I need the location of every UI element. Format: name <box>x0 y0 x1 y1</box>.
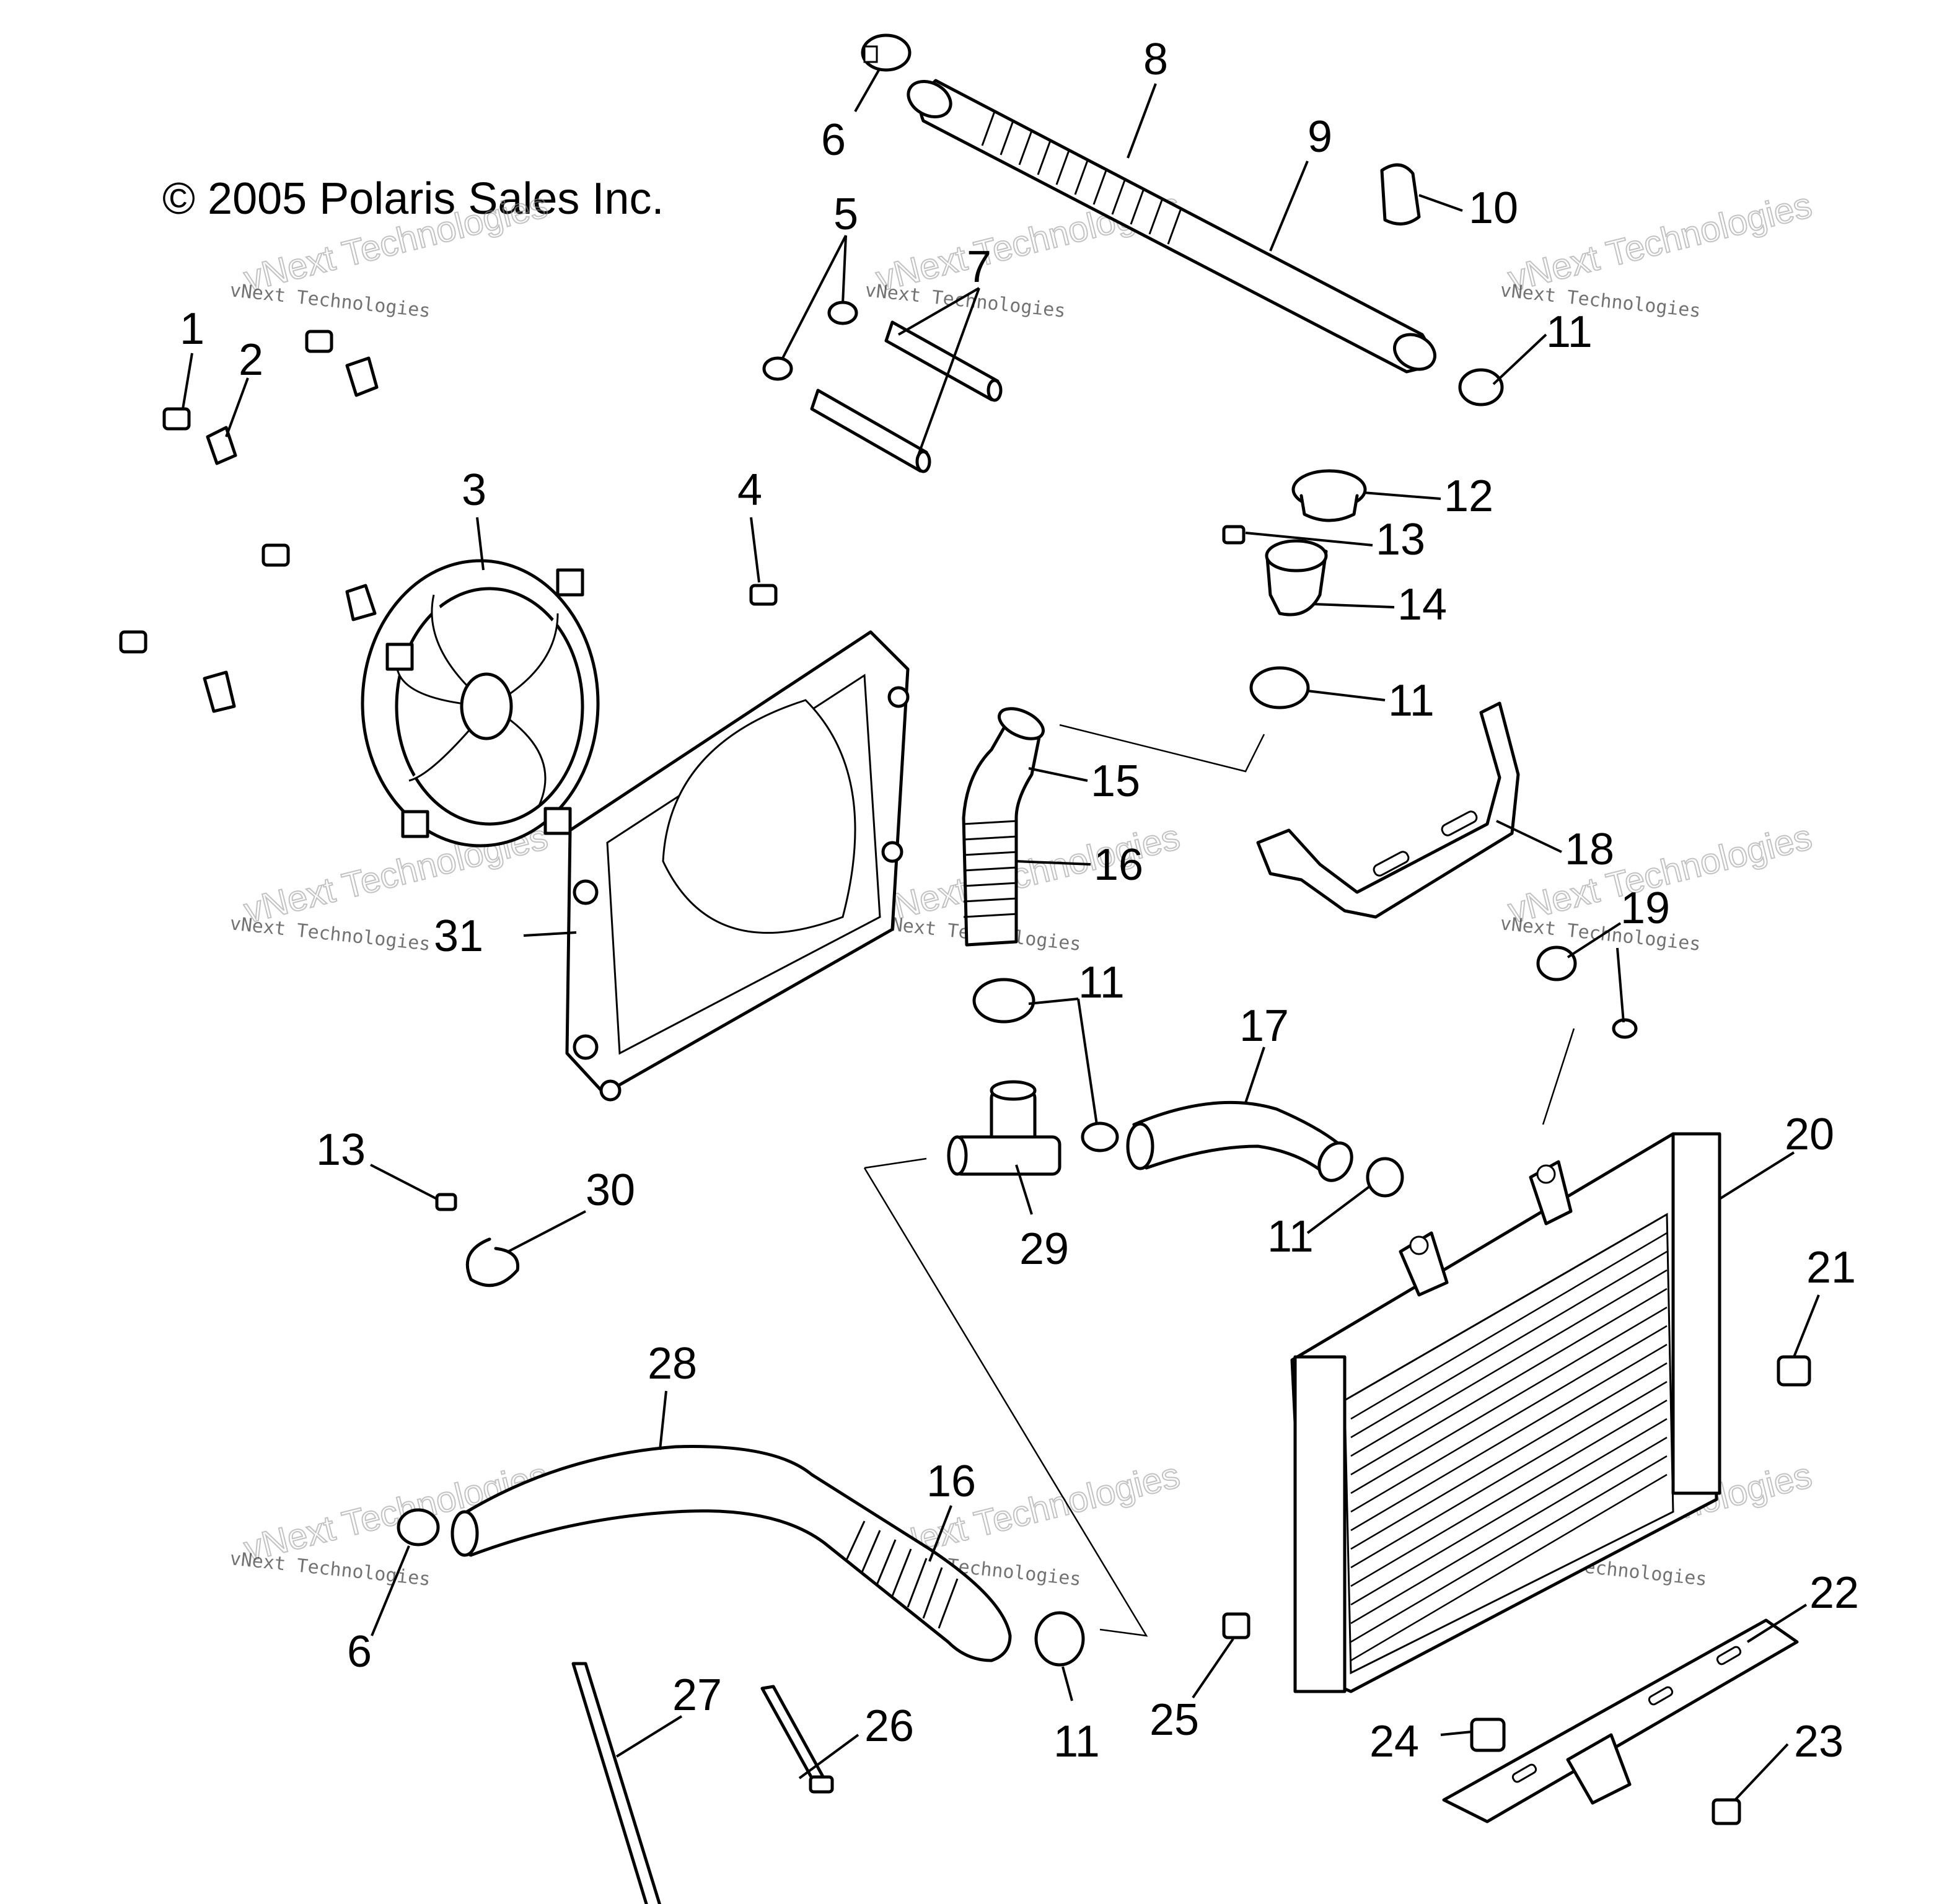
callout-24: 24 <box>1369 1717 1419 1766</box>
callout-11-bottom: 11 <box>1053 1717 1100 1766</box>
watermark-small: vNext Technologies <box>229 279 431 322</box>
callout-27: 27 <box>672 1670 722 1720</box>
bypass-hose <box>1126 1100 1353 1182</box>
watermark-big: vNext Technologies <box>1504 185 1816 299</box>
bolts-and-nuts <box>119 330 1811 1825</box>
assembly-lines <box>863 724 1575 1637</box>
callout-31: 31 <box>434 911 483 961</box>
small-clamps <box>397 33 1504 1667</box>
callout-11-right: 11 <box>1267 1212 1314 1261</box>
watermark-small: vNext Technologies <box>229 1548 431 1590</box>
callout-8: 8 <box>1143 35 1168 84</box>
callout-22: 22 <box>1809 1568 1859 1618</box>
lower-mounting-bracket <box>1442 1618 1799 1823</box>
tee-fitting <box>947 1080 1061 1176</box>
callout-29: 29 <box>1019 1224 1069 1274</box>
callout-13-bottom: 13 <box>316 1125 366 1175</box>
watermark-small: vNext Technologies <box>1499 913 1702 955</box>
upper-coolant-hose <box>907 79 1436 374</box>
callout-19: 19 <box>1620 884 1670 933</box>
callout-3: 3 <box>462 465 486 515</box>
radiator-cap-and-filler-neck <box>1265 469 1367 616</box>
cable-ties <box>571 1662 834 1904</box>
cooling-fan-assembly <box>361 559 600 848</box>
callout-11-top: 11 <box>1546 307 1593 357</box>
hose-sleeve-coil <box>981 111 1182 245</box>
callout-9: 9 <box>1308 112 1332 162</box>
leader-lines <box>182 68 1820 1801</box>
hose-sleeve-coil <box>845 1520 959 1629</box>
radiator-fins <box>1350 1232 1668 1662</box>
callout-26: 26 <box>864 1701 914 1751</box>
callout-21: 21 <box>1806 1243 1856 1292</box>
callout-17: 17 <box>1239 1001 1289 1051</box>
callout-16-upper: 16 <box>1094 840 1143 890</box>
callout-7: 7 <box>967 242 991 292</box>
hose-sleeve-coil <box>963 820 1018 918</box>
radiator-bracket <box>1256 701 1520 919</box>
callout-5: 5 <box>833 190 858 239</box>
watermark-small: vNext Technologies <box>229 913 431 955</box>
watermark-small: vNext Technologies <box>864 279 1066 322</box>
upper-radiator-hose <box>962 707 1045 947</box>
callout-10: 10 <box>1469 183 1518 233</box>
callout-20: 20 <box>1785 1110 1834 1159</box>
callout-18: 18 <box>1565 825 1614 874</box>
watermark-big: vNext Technologies <box>240 185 552 299</box>
copyright-notice: © 2005 Polaris Sales Inc. <box>162 174 664 224</box>
callout-2: 2 <box>239 335 263 385</box>
callout-28: 28 <box>648 1339 697 1389</box>
callout-13-top: 13 <box>1376 515 1425 564</box>
radiator <box>1290 1132 1721 1693</box>
bypass-tubes <box>810 320 1003 473</box>
callout-6-bottom: 6 <box>347 1627 372 1677</box>
callout-11-mid: 11 <box>1388 676 1435 726</box>
fan-shroud <box>565 630 910 1102</box>
callout-11-left: 11 <box>1078 958 1125 1007</box>
callout-6-top: 6 <box>821 115 846 165</box>
callout-numbers: 1 2 3 4 5 6 7 8 9 10 11 12 13 14 11 15 1… <box>180 35 1859 1766</box>
callout-23: 23 <box>1794 1717 1844 1766</box>
callout-12: 12 <box>1444 472 1493 521</box>
lower-coolant-hose <box>450 1445 1012 1662</box>
callout-30: 30 <box>586 1165 635 1215</box>
callout-4: 4 <box>737 465 762 515</box>
callout-1: 1 <box>180 304 204 354</box>
callout-15: 15 <box>1091 757 1140 806</box>
watermark-small: vNext Technologies <box>1499 279 1702 322</box>
callout-16-lower: 16 <box>926 1457 976 1506</box>
callout-14: 14 <box>1397 580 1447 630</box>
callout-25: 25 <box>1149 1695 1199 1745</box>
